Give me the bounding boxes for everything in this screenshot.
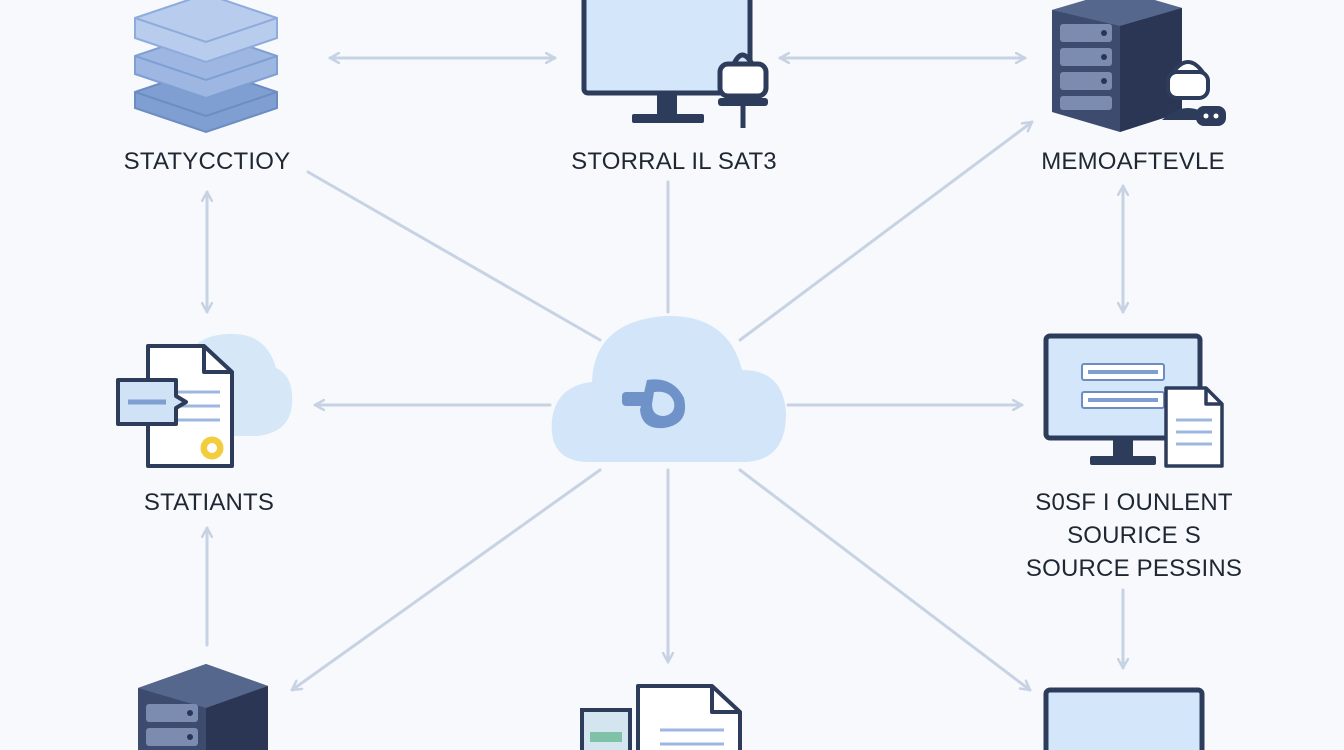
label-top-center: STORRAL IL SAT3 [571, 148, 777, 175]
label-middle-right-line-2: SOURICE S [1067, 522, 1201, 549]
label-middle-right: S0SF I OUNLENT SOURICE S SOURCE PESSINS [1000, 486, 1268, 585]
monitor-icon [1043, 687, 1205, 750]
server-rack-with-user-icon [1052, 0, 1226, 132]
arrow-hub-to-bottom-left [290, 468, 602, 692]
arrow-hub-to-top-left [306, 170, 602, 342]
arrow-hub-to-bottom-right [738, 468, 1032, 692]
server-rack-icon [138, 664, 268, 750]
label-middle-left: STATIANTS [143, 489, 275, 516]
label-top-right: MEMOAFTEVLE [1041, 148, 1225, 175]
documents-icon [580, 684, 742, 750]
monitor-document-icon [1043, 333, 1224, 468]
label-middle-right-line-3: SOURCE PESSINS [1025, 555, 1243, 582]
database-stack-icon [134, 0, 278, 134]
label-middle-right-line-1: S0SF I OUNLENT [1035, 489, 1233, 516]
arrow-hub-to-top-right [738, 120, 1034, 342]
label-top-left: STATYCCTIOY [123, 148, 291, 175]
cloud-hub-icon [551, 315, 786, 462]
connectors [207, 58, 1123, 692]
document-cloud-icon [116, 333, 293, 468]
monitor-with-lock-icon [581, 0, 769, 128]
